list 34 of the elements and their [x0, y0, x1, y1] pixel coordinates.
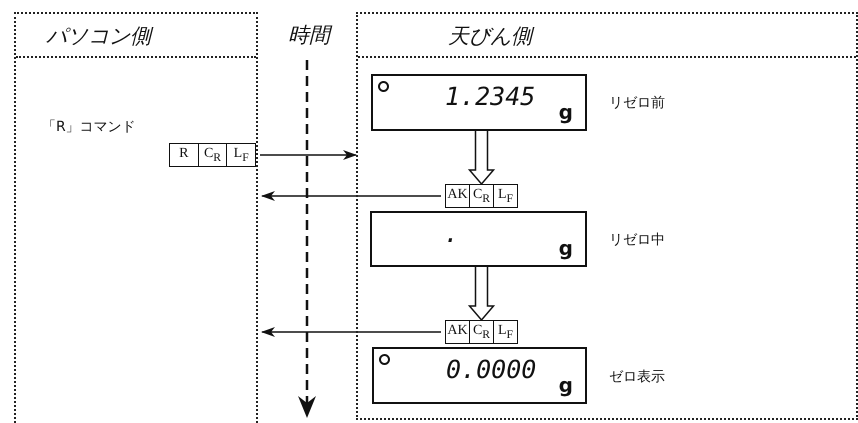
display-window: [370, 211, 587, 267]
arrow: [261, 327, 441, 337]
control-code: L$_{F}$: [493, 321, 517, 343]
column-heading: 天びん側: [448, 14, 532, 58]
state-label: ゼロ表示: [609, 368, 665, 386]
unit-label: g: [558, 100, 573, 124]
control-code: C$_{R}$: [198, 144, 226, 166]
arrow: [261, 191, 441, 201]
unit-label: g: [558, 236, 573, 260]
column-panel: [356, 12, 858, 420]
control-code-sequence: [445, 184, 518, 208]
control-code: AK: [446, 186, 469, 204]
state-label: リゼロ中: [609, 231, 665, 249]
display-value: 1.2345: [445, 82, 536, 111]
column-panel: [14, 12, 258, 423]
control-code: C$_{R}$: [469, 321, 493, 343]
control-code: L$_{F}$: [226, 144, 256, 166]
hollow-arrow: [468, 266, 496, 322]
control-code: C$_{R}$: [469, 185, 493, 207]
control-code: AK: [446, 322, 469, 340]
unit-label: g: [558, 373, 573, 397]
display-value: .: [444, 219, 460, 248]
arrow: [260, 150, 357, 160]
display-window: [371, 74, 587, 131]
control-code-sequence: [445, 320, 518, 344]
column-heading: パソコン側: [46, 14, 151, 58]
control-code-sequence: [169, 143, 256, 167]
hollow-arrow: [468, 130, 496, 186]
control-code: R: [178, 145, 190, 163]
command-label: 「R」コマンド: [42, 118, 136, 136]
control-code: L$_{F}$: [493, 185, 517, 207]
display-window: [372, 347, 587, 404]
state-label: リゼロ前: [609, 94, 665, 112]
display-value: 0.0000: [446, 355, 536, 384]
